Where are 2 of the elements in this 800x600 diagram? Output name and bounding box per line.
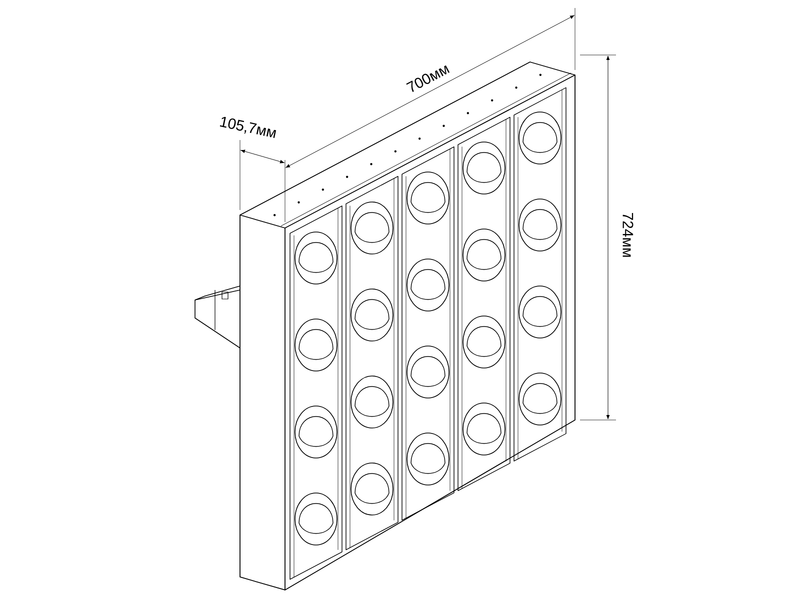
dimension-label: 724мм bbox=[622, 213, 634, 257]
dimension-label: 105,7мм bbox=[220, 116, 276, 138]
